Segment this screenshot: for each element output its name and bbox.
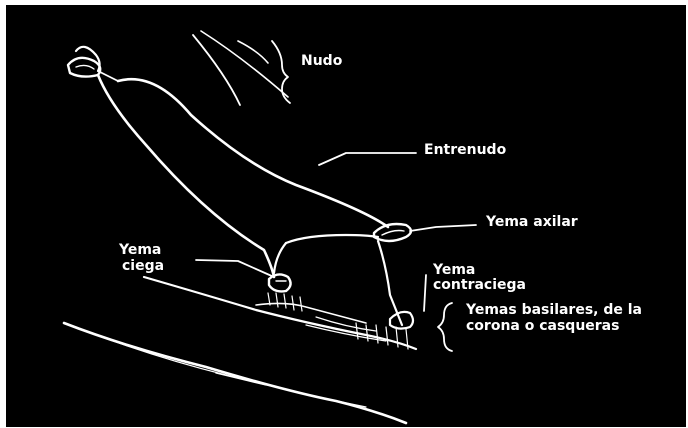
label-yema-contraciega-line-2: contraciega bbox=[433, 277, 526, 293]
axillary-bud bbox=[374, 224, 411, 241]
ground-lines bbox=[64, 323, 406, 423]
label-yemas-basilares-line-1: Yemas basilares, de la bbox=[466, 302, 642, 318]
upper-node bbox=[68, 47, 118, 81]
label-yema-ciega-line-1: Yema bbox=[119, 242, 161, 258]
leader-yema-ciega bbox=[196, 260, 274, 277]
label-yema-ciega-line-2: ciega bbox=[122, 258, 164, 274]
lower-internode bbox=[274, 235, 402, 325]
brace-nudo bbox=[272, 41, 290, 103]
leader-yema-contraciega bbox=[424, 275, 426, 311]
basal-node bbox=[144, 277, 416, 349]
label-yema-contraciega-line-1: Yema bbox=[433, 262, 475, 278]
leader-yema-axilar bbox=[410, 225, 476, 231]
basal-buds bbox=[390, 312, 413, 329]
label-yemas-basilares-line-2: corona o casqueras bbox=[466, 318, 619, 334]
leader-entrenudo bbox=[319, 153, 416, 165]
plant-stem-drawing bbox=[6, 5, 686, 427]
label-entrenudo: Entrenudo bbox=[424, 142, 506, 158]
label-yema-axilar: Yema axilar bbox=[486, 214, 578, 230]
diagram-frame: Nudo Entrenudo Yema axilar Yema ciega Ye… bbox=[6, 5, 686, 427]
label-nudo: Nudo bbox=[301, 53, 342, 69]
brace-yemas-basilares bbox=[438, 303, 452, 351]
